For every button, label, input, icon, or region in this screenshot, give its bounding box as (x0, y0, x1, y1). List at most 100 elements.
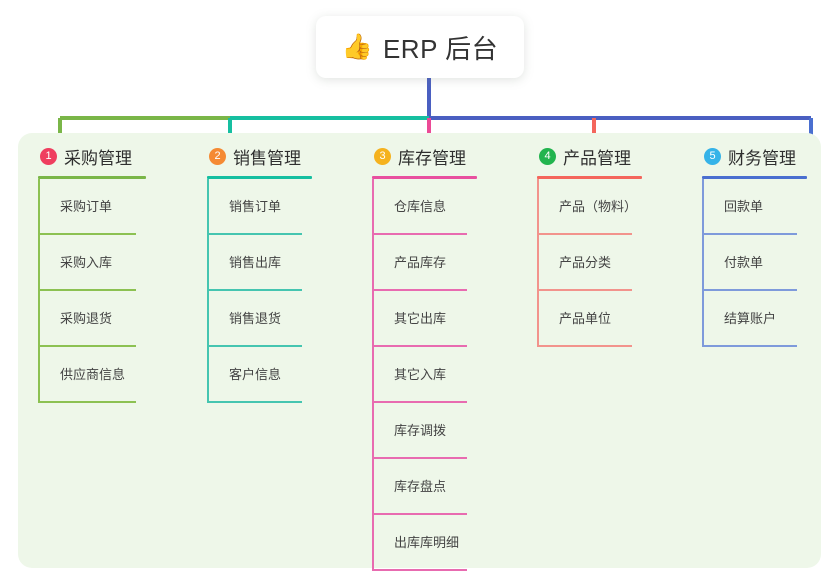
leaf-underline (537, 289, 632, 291)
column-title-1: 采购管理 (64, 148, 132, 168)
leaf-connector (372, 515, 374, 571)
leaf-node[interactable]: 付款单 (702, 235, 807, 291)
leaf-label: 其它出库 (394, 311, 447, 326)
leaf-connector (372, 235, 374, 291)
leaf-label: 回款单 (724, 199, 764, 214)
leaf-label: 采购退货 (60, 311, 113, 326)
column-header-5[interactable]: 5 财务管理 (702, 143, 807, 169)
leaf-connector (702, 179, 704, 235)
leaf-underline (207, 233, 302, 235)
root-title: ERP 后台 (382, 33, 499, 64)
leaf-node[interactable]: 出库库明细 (372, 515, 477, 571)
root-node[interactable]: 👍 ERP 后台 (316, 16, 524, 78)
leaf-label: 出库库明细 (394, 535, 460, 550)
column-underline-4 (537, 176, 642, 179)
column-title-2: 销售管理 (233, 148, 301, 168)
leaf-connector (38, 291, 40, 347)
leaf-underline (702, 289, 797, 291)
leaf-label: 采购入库 (60, 255, 113, 270)
leaf-connector (207, 347, 209, 403)
leaf-node[interactable]: 其它入库 (372, 347, 477, 403)
leaf-label: 产品单位 (559, 311, 612, 326)
leaf-underline (372, 513, 467, 515)
leaf-underline (38, 289, 136, 291)
leaf-label: 产品（物料） (559, 199, 638, 214)
leaf-node[interactable]: 采购入库 (38, 235, 146, 291)
column-title-3: 库存管理 (398, 148, 466, 168)
leaf-node[interactable]: 采购订单 (38, 179, 146, 235)
leaf-label: 销售出库 (229, 255, 282, 270)
leaf-label: 采购订单 (60, 199, 113, 214)
leaf-node[interactable]: 结算账户 (702, 291, 807, 347)
leaf-underline (372, 345, 467, 347)
leaf-node[interactable]: 客户信息 (207, 347, 312, 403)
leaf-connector (372, 179, 374, 235)
column-header-2[interactable]: 2 销售管理 (207, 143, 312, 169)
leaf-node[interactable]: 产品单位 (537, 291, 642, 347)
leaf-node[interactable]: 采购退货 (38, 291, 146, 347)
leaf-label: 供应商信息 (60, 367, 126, 382)
column-items-4: 产品（物料） 产品分类产品单位 (537, 179, 642, 347)
leaf-label: 客户信息 (229, 367, 282, 382)
leaf-label: 产品库存 (394, 255, 447, 270)
leaf-node[interactable]: 供应商信息 (38, 347, 146, 403)
leaf-label: 结算账户 (724, 311, 777, 326)
leaf-connector (207, 179, 209, 235)
leaf-label: 库存调拨 (394, 423, 447, 438)
column-2: 2 销售管理销售订单销售出库销售退货客户信息 (207, 143, 312, 403)
leaf-connector (702, 291, 704, 347)
leaf-underline (38, 233, 136, 235)
leaf-underline (372, 233, 467, 235)
leaf-node[interactable]: 销售订单 (207, 179, 312, 235)
column-badge-5: 5 (704, 147, 721, 165)
leaf-label: 库存盘点 (394, 479, 447, 494)
column-items-1: 采购订单采购入库采购退货供应商信息 (38, 179, 146, 403)
column-underline-1 (38, 176, 146, 179)
column-title-5: 财务管理 (728, 148, 796, 168)
leaf-underline (207, 345, 302, 347)
leaf-node[interactable]: 库存调拨 (372, 403, 477, 459)
column-5: 5 财务管理回款单付款单结算账户 (702, 143, 807, 347)
leaf-underline (372, 401, 467, 403)
leaf-connector (38, 347, 40, 403)
leaf-underline (38, 345, 136, 347)
leaf-connector (537, 235, 539, 291)
leaf-underline (207, 401, 302, 403)
leaf-underline (702, 233, 797, 235)
column-items-5: 回款单付款单结算账户 (702, 179, 807, 347)
branch-panel (18, 133, 821, 568)
leaf-connector (38, 179, 40, 235)
column-items-3: 仓库信息产品库存其它出库其它入库库存调拨库存盘点出库库明细 (372, 179, 477, 571)
leaf-underline (372, 457, 467, 459)
leaf-underline (537, 345, 632, 347)
leaf-underline (372, 289, 467, 291)
column-underline-2 (207, 176, 312, 179)
leaf-connector (537, 179, 539, 235)
leaf-node[interactable]: 产品库存 (372, 235, 477, 291)
leaf-label: 销售退货 (229, 311, 282, 326)
column-items-2: 销售订单销售出库销售退货客户信息 (207, 179, 312, 403)
column-badge-2: 2 (209, 147, 226, 165)
leaf-node[interactable]: 库存盘点 (372, 459, 477, 515)
leaf-node[interactable]: 产品（物料） (537, 179, 642, 235)
leaf-node[interactable]: 其它出库 (372, 291, 477, 347)
leaf-node[interactable]: 产品分类 (537, 235, 642, 291)
leaf-connector (702, 235, 704, 291)
leaf-node[interactable]: 销售出库 (207, 235, 312, 291)
leaf-label: 仓库信息 (394, 199, 447, 214)
leaf-node[interactable]: 仓库信息 (372, 179, 477, 235)
leaf-node[interactable]: 销售退货 (207, 291, 312, 347)
leaf-connector (38, 235, 40, 291)
leaf-connector (207, 235, 209, 291)
thumbs-up-emoji: 👍 (341, 32, 373, 61)
leaf-underline (372, 569, 467, 571)
column-underline-3 (372, 176, 477, 179)
leaf-node[interactable]: 回款单 (702, 179, 807, 235)
